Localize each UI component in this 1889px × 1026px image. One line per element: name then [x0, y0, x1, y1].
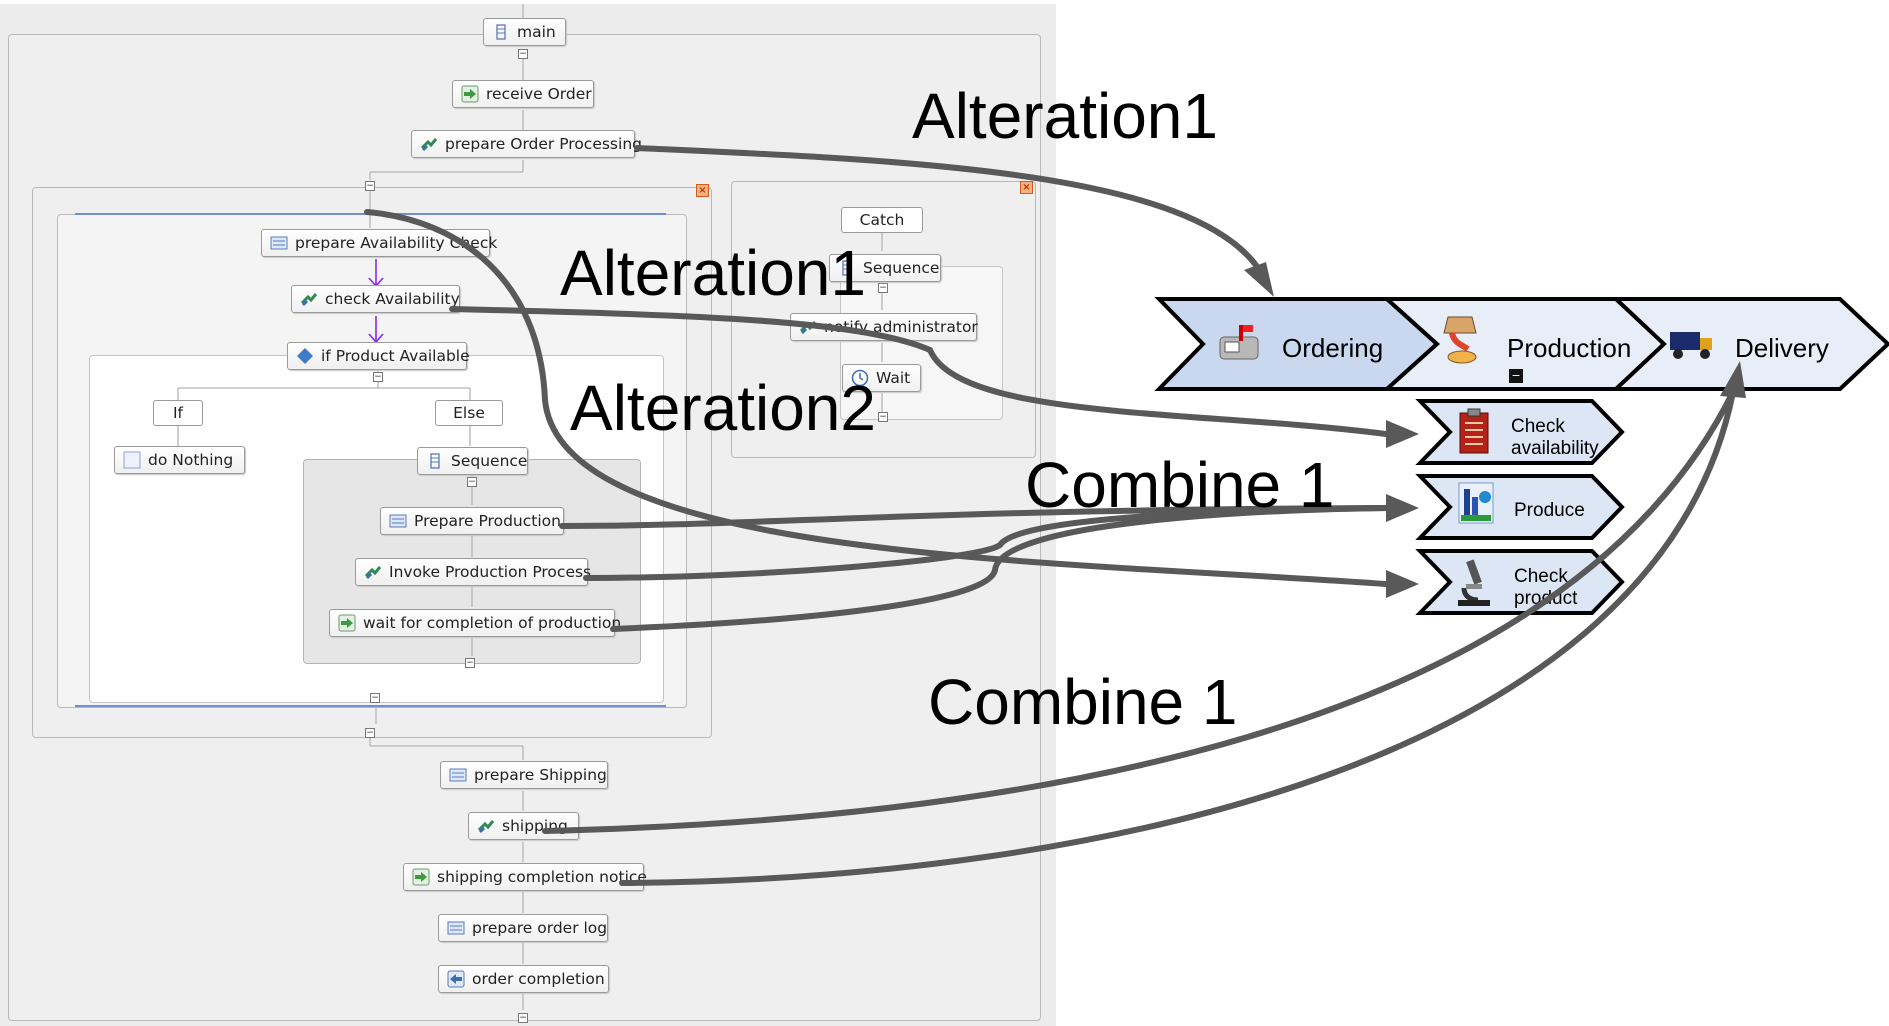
mailbox-icon	[1217, 323, 1263, 369]
sequence-icon	[426, 452, 444, 470]
arrowhead	[1386, 570, 1419, 598]
collapse-toggle[interactable]: −	[467, 477, 477, 487]
annotation-combine1-top: Combine 1	[1025, 449, 1335, 521]
prepare-production-node[interactable]: Prepare Production	[380, 507, 564, 535]
stage-delivery-label: Delivery	[1735, 333, 1829, 363]
arrow-alteration1-ordering	[634, 145, 1261, 271]
else-branch-label[interactable]: Else	[435, 400, 503, 426]
sequence-icon	[492, 23, 510, 41]
wait-node[interactable]: Wait	[842, 364, 921, 392]
clipboard-icon	[1458, 407, 1490, 459]
main-sequence-node[interactable]: main	[483, 18, 566, 46]
else-sequence-node[interactable]: Sequence	[417, 447, 528, 475]
reply-icon	[447, 970, 465, 988]
annotation-alteration1-mid: Alteration1	[560, 237, 866, 309]
invoke-icon	[420, 135, 438, 153]
collapse-toggle[interactable]: −	[878, 283, 888, 293]
sub-check-availability-label: Check availability	[1511, 416, 1599, 459]
close-icon[interactable]: ×	[1020, 181, 1033, 194]
catch-sequence-node[interactable]: Sequence	[829, 254, 941, 282]
shipping-completion-notice-node[interactable]: shipping completion notice	[403, 863, 647, 891]
prepare-order-log-node[interactable]: prepare order log	[438, 914, 608, 942]
invoke-production-process-node[interactable]: Invoke Production Process	[355, 558, 591, 586]
sequence-icon	[838, 259, 856, 277]
clock-icon	[851, 369, 869, 387]
prepare-shipping-node[interactable]: prepare Shipping	[440, 761, 608, 789]
order-completion-node[interactable]: order completion	[438, 965, 609, 993]
sub-produce-label: Produce	[1514, 500, 1585, 521]
arrow-combine1-delivery-b	[619, 389, 1736, 886]
receive-arrow-icon	[412, 868, 430, 886]
assign-icon	[447, 919, 465, 937]
do-nothing-node[interactable]: do Nothing	[114, 446, 245, 474]
truck-icon	[1668, 328, 1716, 366]
arrow-alteration1-check-availability	[449, 306, 1389, 437]
receive-arrow-icon	[461, 85, 479, 103]
catch-sequence-frame	[840, 266, 1003, 420]
empty-icon	[123, 451, 141, 469]
check-availability-node[interactable]: check Availability	[291, 285, 460, 313]
if-product-available-node[interactable]: if Product Available	[287, 342, 470, 370]
collapse-toggle[interactable]: −	[370, 693, 380, 703]
invoke-icon	[364, 563, 382, 581]
wait-for-completion-node[interactable]: wait for completion of production	[329, 609, 621, 637]
assign-icon	[449, 766, 467, 784]
stage-ordering-label: Ordering	[1282, 333, 1384, 363]
collapse-toggle[interactable]: −	[365, 181, 375, 191]
arrowhead	[1386, 494, 1419, 522]
microscope-icon	[1454, 558, 1494, 612]
assign-icon	[270, 234, 288, 252]
prepare-order-processing-node[interactable]: prepare Order Processing	[411, 130, 642, 158]
diamond-icon	[296, 347, 314, 365]
factory-icon	[1457, 481, 1495, 529]
arrow-combine1-delivery-a	[542, 389, 1736, 834]
stage-delivery-shape	[1610, 297, 1889, 391]
arrow-alteration2-check-product	[364, 209, 1389, 587]
arrow-combine1-produce-c	[610, 505, 1389, 632]
stage-production-label: Production	[1507, 333, 1632, 363]
arrowhead	[1244, 262, 1274, 297]
close-icon[interactable]: ×	[696, 184, 709, 197]
arrowhead	[1386, 420, 1419, 448]
factory-pour-icon	[1438, 313, 1484, 373]
receive-arrow-icon	[338, 614, 356, 632]
collapse-toggle[interactable]: −	[518, 49, 528, 59]
annotation-alteration2: Alteration2	[570, 372, 876, 444]
receive-order-node[interactable]: receive Order	[452, 80, 594, 108]
annotation-alteration1-top: Alteration1	[912, 80, 1218, 152]
invoke-icon	[300, 290, 318, 308]
arrow-combine1-produce-a	[559, 505, 1389, 529]
arrowhead	[1720, 361, 1746, 398]
collapse-toggle[interactable]: −	[518, 1013, 528, 1023]
annotation-combine1-bottom: Combine 1	[928, 666, 1238, 738]
collapse-toggle[interactable]: −	[465, 658, 475, 668]
collapse-toggle[interactable]: −	[878, 412, 888, 422]
assign-icon	[389, 512, 407, 530]
catch-label[interactable]: Catch	[841, 207, 923, 233]
collapse-toggle[interactable]: −	[373, 372, 383, 382]
if-branch-label[interactable]: If	[153, 400, 203, 426]
collapse-toggle[interactable]: −	[1509, 369, 1523, 383]
invoke-icon	[477, 817, 495, 835]
collapse-toggle[interactable]: −	[365, 728, 375, 738]
